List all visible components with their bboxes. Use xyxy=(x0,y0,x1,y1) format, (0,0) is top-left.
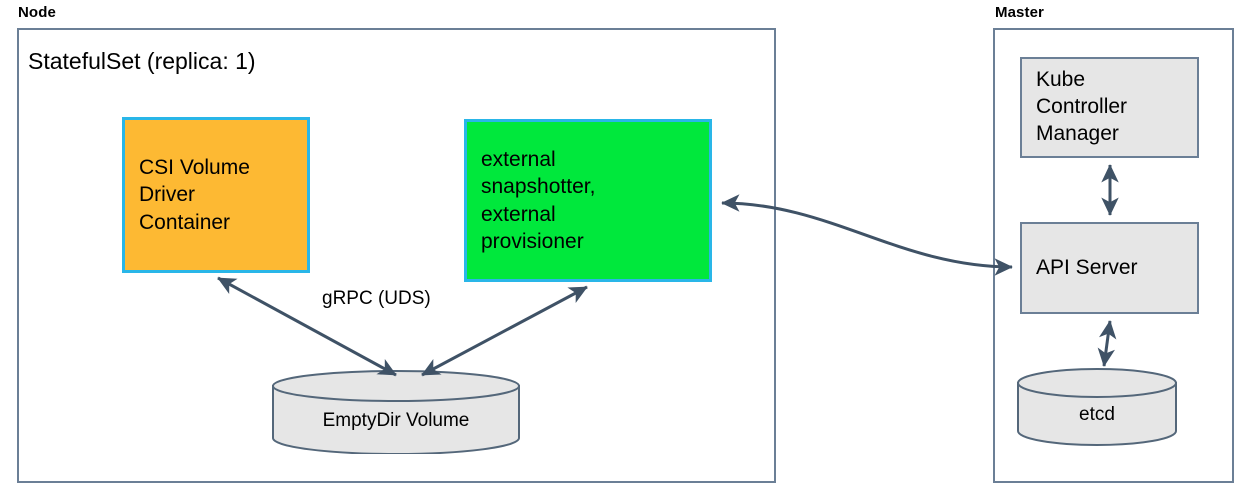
etcd-cylinder[interactable]: etcd xyxy=(1017,368,1177,446)
csi-volume-driver-container-box[interactable]: CSI Volume Driver Container xyxy=(122,117,310,273)
kube-controller-manager-box[interactable]: Kube Controller Manager xyxy=(1020,57,1199,158)
kcm-line-1: Kube xyxy=(1036,68,1086,92)
sidecars-line-1: external xyxy=(481,147,556,171)
etcd-label: etcd xyxy=(1079,404,1115,425)
statefulset-title: StatefulSet (replica: 1) xyxy=(28,48,256,74)
csi-driver-line-2: Driver xyxy=(139,183,195,207)
sidecars-line-4: provisioner xyxy=(481,229,584,253)
csi-driver-line-1: CSI Volume xyxy=(139,156,250,180)
api-server-line-1: API Server xyxy=(1036,255,1138,279)
kcm-line-3: Manager xyxy=(1036,121,1119,145)
kcm-line-2: Controller xyxy=(1036,95,1128,119)
etcd-cylinder-shape xyxy=(1017,368,1177,446)
sidecars-line-2: snapshotter, xyxy=(481,175,596,199)
csi-driver-line-3: Container xyxy=(139,210,231,234)
grpc-uds-edge-label: gRPC (UDS) xyxy=(322,288,431,309)
node-group-label: Node xyxy=(18,4,56,21)
api-server-box[interactable]: API Server xyxy=(1020,222,1199,314)
sidecars-line-3: external xyxy=(481,202,556,226)
emptydir-volume-label: EmptyDir Volume xyxy=(322,410,470,431)
external-sidecars-box[interactable]: external snapshotter, external provision… xyxy=(464,119,712,282)
master-group-label: Master xyxy=(995,4,1044,21)
emptydir-volume-cylinder[interactable]: EmptyDir Volume xyxy=(272,370,520,454)
